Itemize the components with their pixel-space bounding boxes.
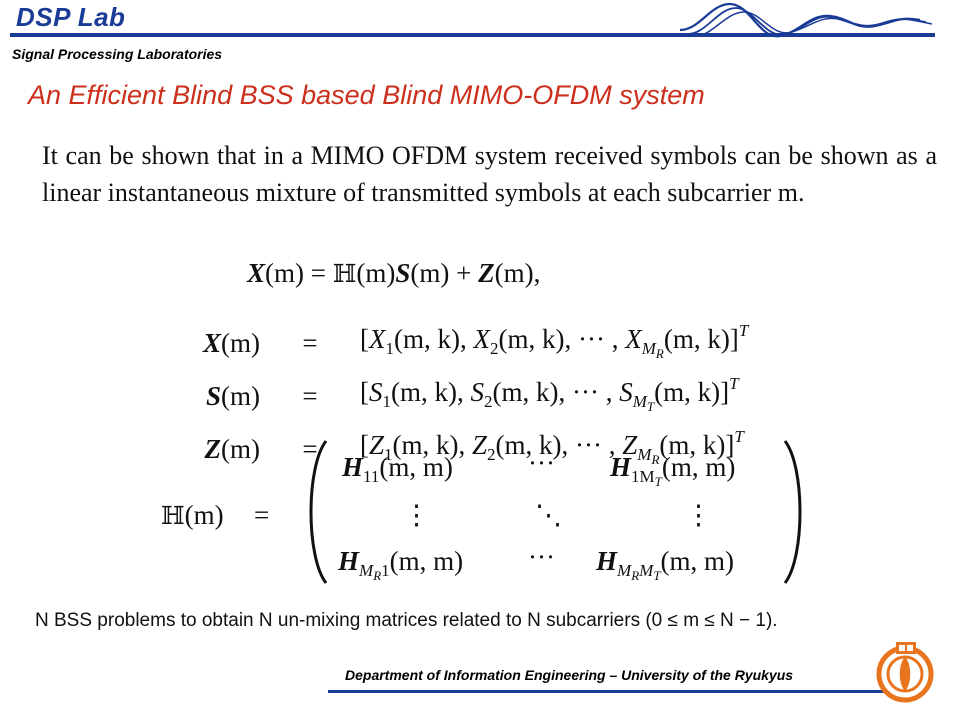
eq-h-symbol: ℍ [332, 259, 357, 288]
eq-end: (m), [494, 258, 541, 288]
lab-subtitle: Signal Processing Laboratories [12, 46, 223, 62]
matrix-hdots-bottom: ··· [528, 542, 555, 572]
eq-plus: + [456, 258, 472, 288]
matrix-lhs: ℍ(m) [161, 500, 224, 530]
sine-wave-logo-icon [679, 2, 933, 38]
matrix-ddots: ⋱ [535, 500, 562, 530]
matrix-hdots-top: ··· [528, 448, 555, 478]
matrix-equals: = [254, 500, 270, 530]
slide-title: An Efficient Blind BSS based Blind MIMO-… [28, 80, 705, 110]
eq-s-arg: (m) [410, 258, 450, 288]
eq-z-symbol: Z [478, 258, 495, 288]
matrix-cell-hmr1: HMR1(m, m) [338, 546, 464, 583]
footer-divider [328, 690, 884, 693]
matrix-cell-h11: H11(m, m) [342, 452, 453, 486]
matrix-vdots-left: ⋮ [403, 500, 430, 530]
eq-equals: = [310, 258, 326, 288]
intro-paragraph: It can be shown that in a MIMO OFDM syst… [42, 141, 937, 207]
vector-row-z: Z(m) = [Z1(m, k), Z2(m, k), ··· , ZMR(m,… [204, 427, 744, 467]
vector-row-s: S(m) = [S1(m, k), S2(m, k), ··· , SMT(m,… [205, 374, 739, 414]
footer-department: Department of Information Engineering – … [345, 667, 794, 683]
university-emblem-icon [876, 642, 934, 703]
matrix-vdots-right: ⋮ [685, 500, 712, 530]
eq-x-symbol: X [247, 258, 266, 288]
matrix-right-paren [783, 440, 802, 584]
matrix-cell-hmrmt: HMRMT(m, m) [596, 546, 735, 583]
eq-s-symbol: S [395, 258, 411, 288]
eq-x-arg: (m) [265, 258, 304, 288]
system-equation: X(m) = ℍ(m)S(m) + Z(m), [247, 258, 540, 289]
header-divider [10, 33, 935, 37]
lab-title: DSP Lab [16, 2, 126, 32]
matrix-cell-h1mt: H1MT(m, m) [610, 452, 736, 489]
bss-note: N BSS problems to obtain N un-mixing mat… [35, 610, 778, 631]
matrix-left-paren [309, 440, 328, 584]
eq-h-arg: (m) [356, 258, 396, 288]
vector-row-x: X(m) = [X1(m, k), X2(m, k), ··· , XMR(m,… [203, 321, 749, 361]
vector-definitions: X(m) = [X1(m, k), X2(m, k), ··· , XMR(m,… [160, 316, 748, 475]
